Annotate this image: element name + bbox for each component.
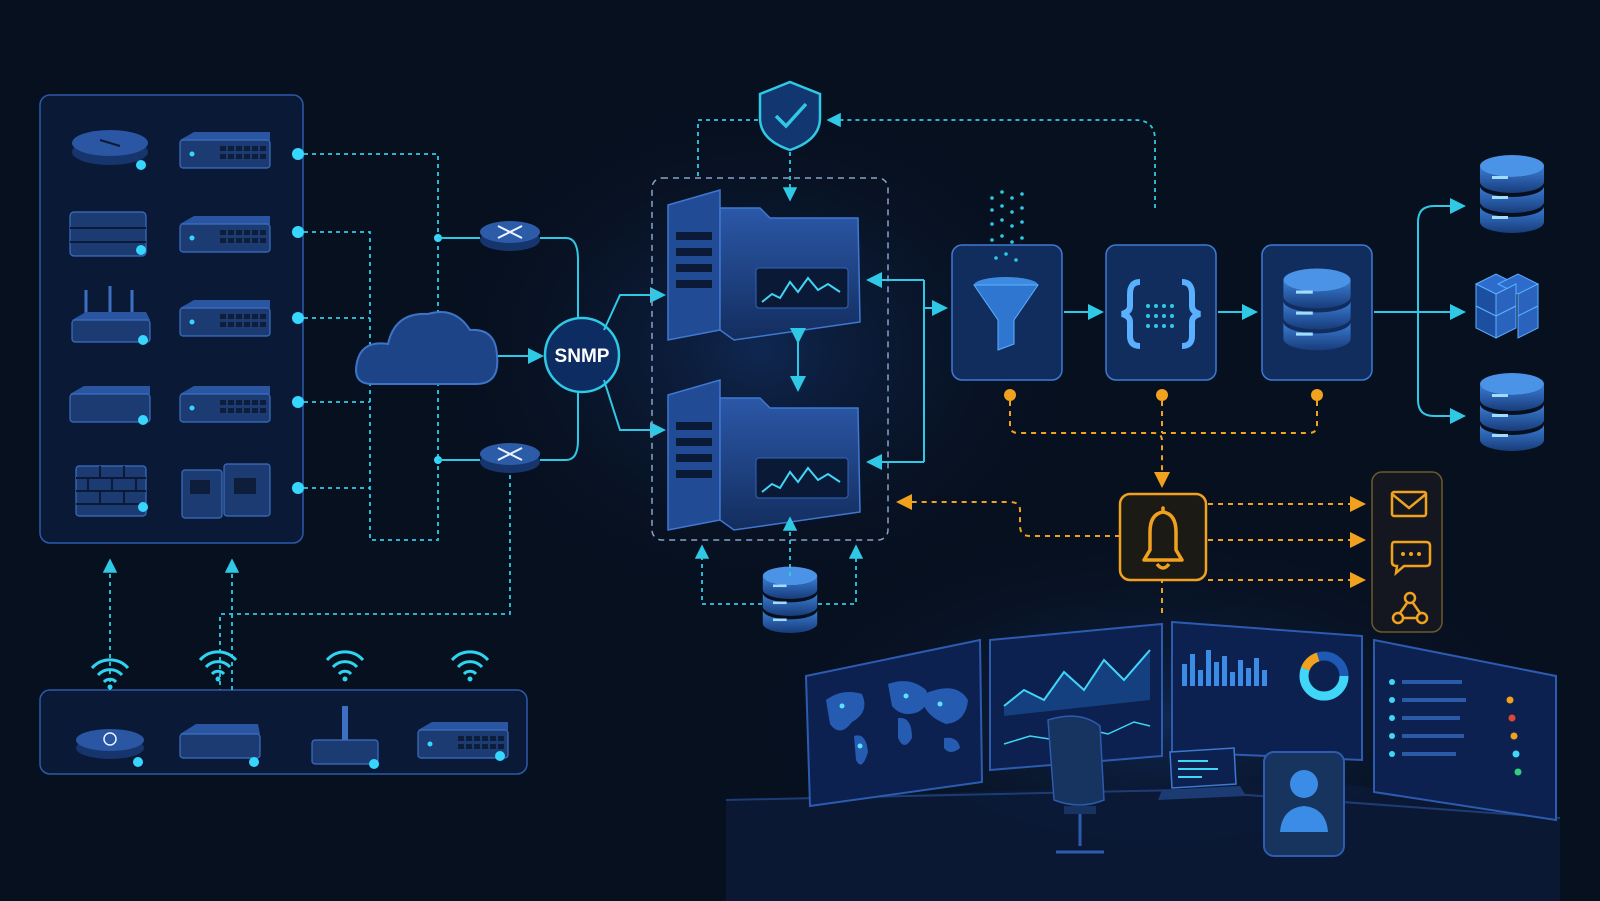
snmp-label: SNMP: [555, 346, 610, 367]
donut-chart-icon: [1299, 651, 1349, 701]
world-map-icon: [804, 638, 984, 808]
json-braces-icon: [1121, 279, 1201, 349]
wifi-router-icon: [71, 286, 151, 345]
cubes-icon: [1474, 273, 1540, 339]
switch-icon: [179, 215, 271, 253]
operations-center: [725, 620, 1561, 901]
alert-list-icon: [1373, 638, 1557, 822]
appliance-icon: [69, 386, 151, 425]
firewall-icon: [75, 465, 148, 517]
wifi-ap-icon: [76, 729, 144, 767]
server-cluster-icon: [181, 463, 271, 519]
server-box-icon: [69, 211, 147, 257]
webhook-icon: [1391, 591, 1429, 625]
chat-icon: [1390, 540, 1432, 577]
shield-check-icon: [758, 80, 822, 152]
bar-chart-icon: [1171, 620, 1363, 762]
cloud-icon: [355, 311, 499, 385]
wifi-signal-icon: [198, 650, 238, 683]
router-icon: [480, 221, 540, 251]
mail-icon: [1390, 490, 1428, 518]
managed-devices-panel: [39, 94, 304, 544]
storage-stage: [1261, 244, 1373, 381]
wifi-antenna-icon: [311, 706, 379, 769]
database-icon: [1480, 373, 1544, 451]
filter-funnel-icon: [973, 190, 1039, 351]
database-icon: [1480, 155, 1544, 233]
laptop-icon: [1158, 747, 1246, 800]
switch-icon: [179, 131, 271, 169]
office-chair: [1047, 715, 1105, 854]
notification-channels: [1371, 471, 1443, 633]
wifi-box-icon: [179, 724, 261, 767]
alert-flow: [896, 389, 1366, 616]
server-icon: [667, 189, 861, 341]
switch-icon: [179, 299, 271, 337]
snmp-node: SNMP: [543, 316, 621, 394]
wireless-devices-panel: [39, 558, 528, 775]
user-icon: [1263, 751, 1345, 857]
server-icon: [667, 379, 861, 531]
filter-stage: [951, 190, 1063, 381]
parser-stage: [1105, 244, 1217, 381]
switch-icon: [179, 385, 271, 423]
collector-cluster: [651, 177, 889, 541]
router-icon: [480, 443, 540, 473]
router-icon: [72, 130, 148, 170]
bell-icon: [1118, 492, 1208, 582]
wifi-signal-icon: [325, 650, 365, 683]
panel-port-dots: [292, 148, 304, 494]
wifi-signal-icon: [450, 650, 490, 683]
line-chart-icon: [989, 622, 1163, 772]
switch-icon: [417, 721, 509, 759]
